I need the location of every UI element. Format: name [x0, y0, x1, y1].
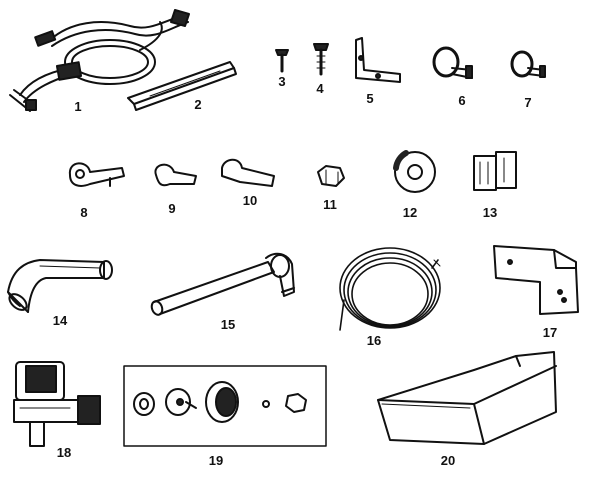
compression-kit-drawing — [123, 365, 327, 447]
part-label-9: 9 — [168, 201, 176, 216]
screw-drawings — [275, 43, 329, 76]
part-label-17: 17 — [542, 325, 558, 340]
part-label-1: 1 — [74, 99, 82, 114]
water-valve-drawing — [13, 361, 101, 447]
part-label-6: 6 — [458, 93, 466, 108]
washer-drawing — [393, 150, 436, 193]
clamp-8-9-10-drawing — [68, 158, 275, 187]
part-label-19: 19 — [208, 453, 224, 468]
part-label-3: 3 — [278, 74, 286, 89]
part-label-16: 16 — [366, 333, 382, 348]
part-label-15: 15 — [220, 317, 236, 332]
part-label-13: 13 — [482, 205, 498, 220]
part-label-18: 18 — [56, 445, 72, 460]
part-label-11: 11 — [323, 197, 337, 212]
wire-harness-drawing — [9, 9, 190, 112]
ice-bin-drawing — [377, 351, 557, 445]
clamp-6-7-drawing — [432, 46, 546, 79]
part-label-20: 20 — [440, 453, 456, 468]
part-label-8: 8 — [80, 205, 88, 220]
part-label-10: 10 — [242, 193, 258, 208]
part-label-14: 14 — [52, 313, 68, 328]
clip-drawing — [473, 151, 517, 191]
fill-tube-drawing — [150, 252, 295, 316]
nut-drawing — [317, 165, 345, 187]
part-label-2: 2 — [194, 97, 202, 112]
l-bracket-drawing — [355, 37, 401, 83]
mounting-bracket-drawing — [493, 245, 579, 315]
part-label-7: 7 — [524, 95, 532, 110]
part-label-5: 5 — [366, 91, 374, 106]
part-label-12: 12 — [402, 205, 418, 220]
tubing-coil-drawing — [339, 247, 441, 331]
channel-strip-drawing — [127, 61, 237, 111]
elbow-tube-drawing — [7, 259, 113, 313]
leader-lines — [433, 259, 441, 267]
part-label-4: 4 — [316, 81, 324, 96]
